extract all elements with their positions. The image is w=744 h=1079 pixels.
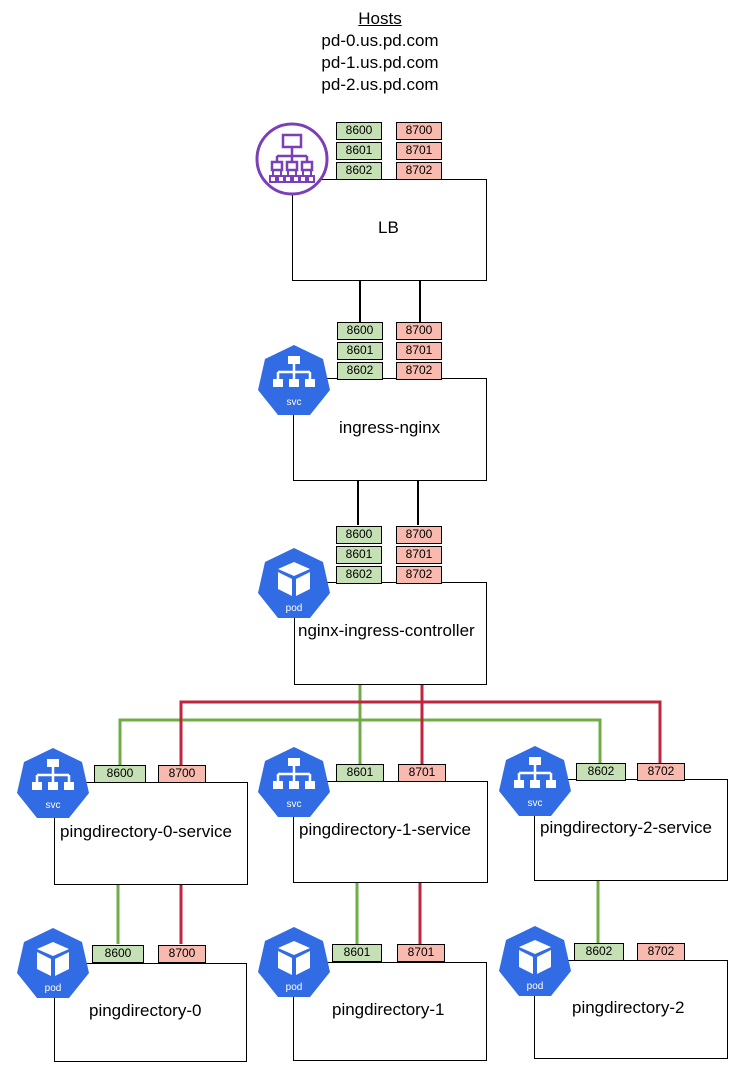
pod-icon: pod xyxy=(499,926,571,996)
pod-icon-text: pod xyxy=(527,981,544,992)
pd0-pod-port-green: 8600 xyxy=(92,945,144,963)
wire-red-to-pd2 xyxy=(422,700,662,765)
pod-icon-text: pod xyxy=(286,603,303,614)
pd0-service-port-green: 8600 xyxy=(94,765,146,783)
pd0-pod-box xyxy=(54,963,247,1062)
pd0-service-box xyxy=(54,782,248,885)
pod-icon-text: pod xyxy=(286,982,303,993)
ingress-controller-port-green: 8601 xyxy=(336,546,382,564)
ingress-controller-port-red: 8701 xyxy=(396,546,442,564)
lb-box xyxy=(292,179,487,281)
pd1-service-port-green: 8601 xyxy=(336,764,384,782)
ingress-controller-port-green: 8600 xyxy=(336,526,382,544)
hosts-list: Hosts pd-0.us.pd.com pd-1.us.pd.com pd-2… xyxy=(272,8,488,96)
lb-port-green: 8600 xyxy=(336,122,382,140)
ingress-nginx-port-green: 8601 xyxy=(337,342,383,360)
svc-icon: svc xyxy=(17,748,89,818)
lb-port-green: 8601 xyxy=(336,142,382,160)
svc-icon-text: svc xyxy=(287,799,302,810)
ingress-controller-label: nginx-ingress-controller xyxy=(298,621,475,640)
pd1-pod-port-red: 8701 xyxy=(397,944,445,962)
pd2-pod-port-red: 8702 xyxy=(637,943,685,961)
lb-port-red: 8700 xyxy=(396,122,442,140)
pd0-service-label: pingdirectory-0-service xyxy=(60,822,232,841)
pod-icon-text: pod xyxy=(45,983,62,994)
hosts-heading: Hosts xyxy=(358,9,402,28)
pd2-pod-port-green: 8602 xyxy=(574,943,624,961)
ingress-nginx-port-green: 8600 xyxy=(337,322,383,340)
pd2-service-port-red: 8702 xyxy=(637,763,685,781)
pd2-pod-label: pingdirectory-2 xyxy=(572,998,685,1017)
svc-icon: svc xyxy=(258,345,330,415)
ingress-controller-box xyxy=(294,582,487,685)
pd1-service-port-red: 8701 xyxy=(398,764,446,782)
lb-port-green: 8602 xyxy=(336,162,382,180)
host-name: pd-0.us.pd.com xyxy=(321,31,439,50)
pod-icon: pod xyxy=(17,928,89,998)
ingress-nginx-port-green: 8602 xyxy=(337,362,383,380)
pd1-pod-label: pingdirectory-1 xyxy=(332,1000,445,1019)
lb-port-red: 8701 xyxy=(396,142,442,160)
pd2-service-port-green: 8602 xyxy=(576,763,626,781)
ingress-controller-port-green: 8602 xyxy=(336,566,382,584)
pd1-pod-box xyxy=(293,962,487,1061)
wire-red-to-pd0 xyxy=(179,684,424,765)
pd0-pod-label: pingdirectory-0 xyxy=(89,1001,202,1020)
pd0-pod-port-red: 8700 xyxy=(158,945,206,963)
ingress-controller-port-red: 8700 xyxy=(396,526,442,544)
svc-icon-text: svc xyxy=(287,397,302,408)
host-name: pd-2.us.pd.com xyxy=(321,75,439,94)
ingress-nginx-port-red: 8700 xyxy=(396,322,442,340)
wire-green-to-pd2 xyxy=(360,718,602,765)
svc-icon-text: svc xyxy=(46,800,61,811)
pd0-service-port-red: 8700 xyxy=(158,765,206,783)
pd1-service-box xyxy=(293,781,488,883)
pod-icon: pod xyxy=(258,927,330,997)
ingress-nginx-port-red: 8702 xyxy=(396,362,442,380)
pd2-service-label: pingdirectory-2-service xyxy=(540,818,712,837)
ingress-nginx-label: ingress-nginx xyxy=(339,418,441,437)
pod-icon: pod xyxy=(258,548,330,618)
svc-icon-text: svc xyxy=(528,798,543,809)
ingress-nginx-port-red: 8701 xyxy=(396,342,442,360)
ingress-controller-port-red: 8702 xyxy=(396,566,442,584)
pd1-pod-port-green: 8601 xyxy=(332,944,382,962)
svc-icon: svc xyxy=(499,746,571,816)
lb-label: LB xyxy=(378,218,399,237)
host-name: pd-1.us.pd.com xyxy=(321,53,439,72)
pd1-service-label: pingdirectory-1-service xyxy=(299,820,471,839)
lb-port-red: 8702 xyxy=(396,162,442,180)
load-balancer-icon xyxy=(255,122,329,196)
svc-icon: svc xyxy=(258,747,330,817)
